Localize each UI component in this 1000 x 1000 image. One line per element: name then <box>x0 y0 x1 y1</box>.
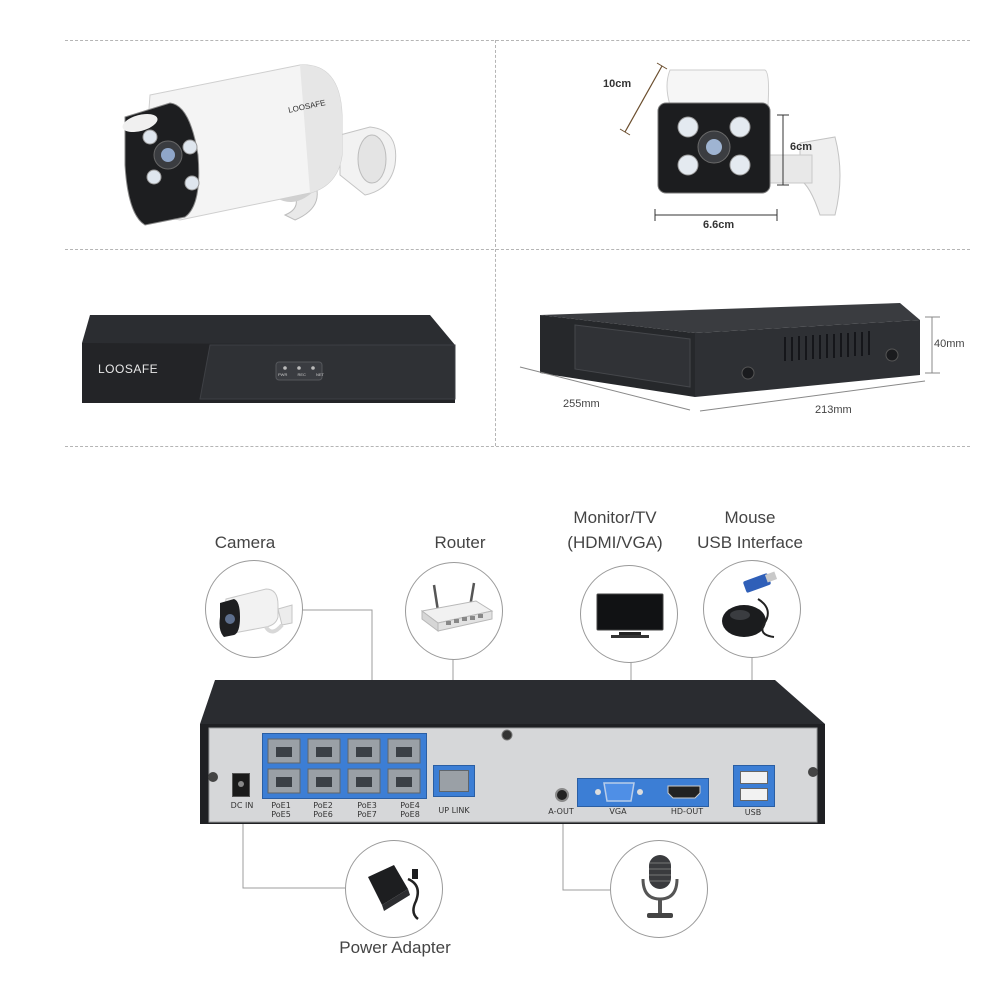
camera-label: Camera <box>214 533 276 552</box>
nvr-3d-image <box>519 303 940 412</box>
monitor-label: Monitor/TV (HDMI/VGA) <box>550 505 680 555</box>
grid-line-bottom <box>65 446 970 447</box>
mouse-label-line2: USB Interface <box>697 533 803 552</box>
bullet-camera-image <box>122 64 397 226</box>
poe-label-5: PoE5 <box>271 810 291 819</box>
camera-front-image <box>657 69 841 216</box>
grid-line-vertical <box>495 40 496 446</box>
monitor-icon <box>596 593 664 638</box>
mouse-label: Mouse USB Interface <box>680 505 820 555</box>
power-adapter-icon <box>368 865 419 920</box>
monitor-label-line2: (HDMI/VGA) <box>567 533 663 552</box>
nvr-depth-dimension: 255mm <box>563 398 600 410</box>
mouse-label-line1: Mouse <box>724 508 776 527</box>
usb-label: USB <box>744 808 762 817</box>
poe-label-2: PoE2 <box>313 801 333 810</box>
monitor-thumbnail <box>580 565 678 663</box>
poe-label-pair-2: PoE2 PoE6 <box>306 801 340 819</box>
vga-port[interactable] <box>594 780 644 804</box>
nvr-width-dimension: 213mm <box>815 404 852 416</box>
microphone-icon <box>641 855 679 918</box>
camera-length-dimension: 10cm <box>603 78 632 90</box>
uplink-label: UP LINK <box>438 806 470 815</box>
power-adapter-label: Power Adapter <box>339 938 451 957</box>
poe-label-pair-3: PoE3 PoE7 <box>350 801 384 819</box>
power-adapter-thumbnail <box>345 840 443 938</box>
dc-in-pin <box>238 781 244 787</box>
audio-out-port[interactable] <box>555 788 569 802</box>
poe-label-4: PoE4 <box>400 801 420 810</box>
camera-thumbnail <box>205 560 303 658</box>
poe-label-pair-1: PoE1 PoE5 <box>264 801 298 819</box>
poe-label-1: PoE1 <box>271 801 291 810</box>
poe-label-pair-4: PoE4 PoE8 <box>393 801 427 819</box>
router-icon <box>420 582 494 632</box>
hdmi-port[interactable] <box>667 785 701 799</box>
poe-ports <box>267 738 421 794</box>
grid-line-top <box>65 40 970 41</box>
led-label-rec: REC <box>297 372 306 377</box>
camera-thumbnail-icon <box>219 588 293 637</box>
mouse-icon <box>722 571 778 638</box>
poe-label-8: PoE8 <box>400 810 420 819</box>
camera-width-dimension: 6.6cm <box>703 219 735 231</box>
poe-label-6: PoE6 <box>313 810 333 819</box>
nvr-led-labels: PWR REC NET <box>278 372 324 377</box>
router-label: Router <box>434 533 486 552</box>
microphone-thumbnail <box>610 840 708 938</box>
camera-height-dimension: 6cm <box>790 141 813 153</box>
audio-out-label: A-OUT <box>548 807 574 816</box>
poe-label-7: PoE7 <box>357 810 377 819</box>
mouse-thumbnail <box>703 560 801 658</box>
monitor-label-line1: Monitor/TV <box>573 508 657 527</box>
nvr-brand-label: LOOSAFE <box>98 362 159 376</box>
dc-in-label: DC IN <box>230 801 254 810</box>
uplink-port[interactable] <box>433 765 475 797</box>
grid-line-middle <box>65 249 970 250</box>
vga-label: VGA <box>609 807 627 816</box>
usb-port-2[interactable] <box>740 788 768 801</box>
router-thumbnail <box>405 562 503 660</box>
camera-dimension-lines <box>619 62 789 221</box>
usb-port-1[interactable] <box>740 771 768 784</box>
uplink-socket <box>439 770 469 792</box>
dc-in-port[interactable] <box>232 773 250 797</box>
hdmi-label: HD-OUT <box>670 807 704 816</box>
nvr-height-dimension: 40mm <box>934 338 965 350</box>
nvr-front-image <box>82 315 456 403</box>
led-label-pwr: PWR <box>278 372 288 377</box>
led-label-net: NET <box>315 372 324 377</box>
poe-label-3: PoE3 <box>357 801 377 810</box>
